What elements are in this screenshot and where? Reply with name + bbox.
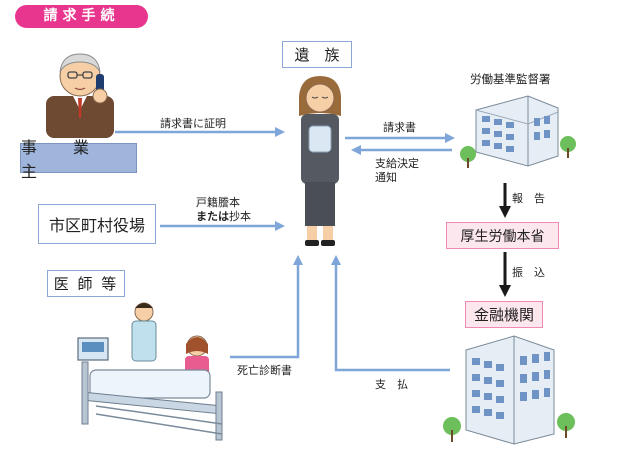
mhlw-box: 厚生労働本省 [446,222,559,249]
label-office-to-mhlw: 報 告 [512,192,545,205]
labor-office-label: 労働基準監督署 [470,72,551,86]
labor-office-building [460,95,576,168]
doctor-box: 医 師 等 [47,270,125,297]
employer-figure [46,53,114,138]
label-city-to-family-1: 戸籍謄本 [196,196,240,209]
hospital-bed-scene [77,302,223,441]
label-city-to-family-2a: または [196,210,229,223]
label-doctor-to-family: 死亡診断書 [237,364,292,377]
label-bank-to-family: 支 払 [375,378,408,391]
city-office-box: 市区町村役場 [38,204,156,244]
title-badge: 請求手続 [15,5,148,28]
bank-box: 金融機関 [465,301,543,328]
family-figure [299,76,341,246]
label-mhlw-to-bank: 振 込 [512,266,545,279]
label-office-to-family-2: 通知 [375,171,397,184]
arrow-bank-to-family [331,255,450,372]
bank-building [443,335,575,445]
family-box: 遺 族 [282,41,352,68]
label-family-to-office: 請求書 [383,121,416,134]
label-city-to-family-2b: 抄本 [229,210,251,223]
label-employer-to-family: 請求書に証明 [160,117,226,130]
arrow-doctor-to-family [230,255,303,359]
label-office-to-family-1: 支給決定 [375,157,419,170]
label-city-to-family-2: または抄本 [196,210,251,224]
employer-box: 事 業 主 [20,138,137,181]
